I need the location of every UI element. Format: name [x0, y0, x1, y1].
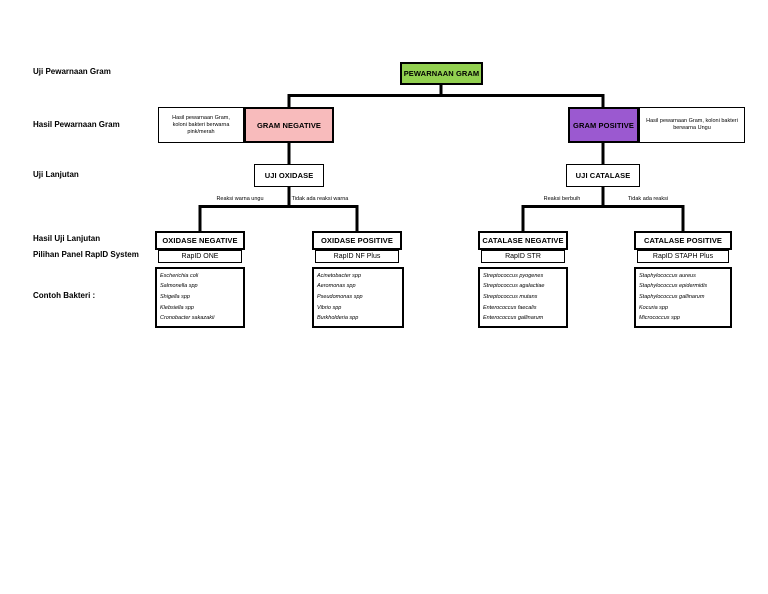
node-uji-catalase: UJI CATALASE [566, 164, 640, 187]
node-catalase-negative: CATALASE NEGATIVE [478, 231, 568, 250]
note-gram-positive: Hasil pewarnaan Gram, koloni bakteri ber… [639, 107, 745, 143]
branch-label-tidak-ada-reaksi-warna: Tidak ada reaksi warna [291, 196, 349, 202]
node-catalase-positive: CATALASE POSITIVE [634, 231, 732, 250]
bacteria-item: Klebsiella spp [160, 304, 194, 311]
bacteria-item: Burkholderia spp [317, 315, 359, 322]
bacteria-item: Enterococcus gallinarum [483, 315, 544, 322]
bacteria-item: Cronobacter sakazakii [160, 315, 215, 322]
branch-label-reaksi-warna-ungu: Reaksi warna ungu [216, 196, 264, 202]
bacteria-list-catalase-negative: Streptococcus pyogenes Streptococcus aga… [478, 267, 568, 328]
row-label-pilihan-panel: Pilihan Panel RapID System [33, 250, 139, 259]
bacteria-item: Acinetobacter spp [317, 272, 362, 279]
bacteria-item: Staphylococcus epidermidis [639, 283, 708, 290]
panel-rapid-nf-plus: RapID NF Plus [315, 250, 399, 263]
panel-rapid-str: RapID STR [481, 250, 565, 263]
note-gram-negative: Hasil pewarnaan Gram, koloni bakteri ber… [158, 107, 244, 143]
branch-label-tidak-ada-reaksi: Tidak ada reaksi [627, 196, 669, 202]
panel-rapid-one: RapID ONE [158, 250, 242, 263]
row-label-uji-lanjutan: Uji Lanjutan [33, 170, 79, 179]
bacteria-list-oxidase-positive: Acinetobacter spp Aeromonas spp Pseudomo… [312, 267, 404, 328]
node-oxidase-negative: OXIDASE NEGATIVE [155, 231, 245, 250]
bacteria-item: Streptococcus pyogenes [483, 272, 544, 279]
bacteria-item: Streptococcus agalactiae [483, 283, 545, 290]
bacteria-item: Vibrio spp [317, 304, 342, 311]
bacteria-list-oxidase-negative: Escherichia coli Salmonella spp Shigella… [155, 267, 245, 328]
row-label-uji-pewarnaan-gram: Uji Pewarnaan Gram [33, 67, 111, 76]
bacteria-list-catalase-positive: Staphylococcus aureus Staphylococcus epi… [634, 267, 732, 328]
bacteria-item: Shigella spp [160, 293, 190, 300]
row-label-hasil-uji-lanjutan: Hasil Uji Lanjutan [33, 234, 101, 243]
bacteria-item: Kocuria spp [639, 304, 669, 311]
bacteria-item: Escherichia coli [160, 272, 199, 279]
node-gram-positive: GRAM POSITIVE [568, 107, 639, 143]
node-gram-negative: GRAM NEGATIVE [244, 107, 334, 143]
bacteria-item: Staphylococcus aureus [639, 272, 696, 279]
node-pewarnaan-gram: PEWARNAAN GRAM [400, 62, 483, 85]
bacteria-item: Enterococcus faecalis [483, 304, 537, 311]
bacteria-item: Pseudomonas spp [317, 293, 363, 300]
bacteria-item: Salmonella spp [160, 283, 198, 290]
node-uji-oxidase: UJI OXIDASE [254, 164, 324, 187]
panel-rapid-staph-plus: RapID STAPH Plus [637, 250, 729, 263]
bacteria-item: Staphylococcus gallinarum [639, 293, 705, 300]
bacteria-item: Streptococcus mutans [483, 293, 538, 300]
row-label-hasil-pewarnaan-gram: Hasil Pewarnaan Gram [33, 120, 120, 129]
bacteria-item: Micrococcus spp [639, 315, 680, 322]
row-label-contoh-bakteri: Contoh Bakteri : [33, 291, 96, 300]
branch-label-reaksi-berbuih: Reaksi berbuih [543, 196, 581, 202]
node-oxidase-positive: OXIDASE POSITIVE [312, 231, 402, 250]
bacteria-item: Aeromonas spp [317, 283, 356, 290]
